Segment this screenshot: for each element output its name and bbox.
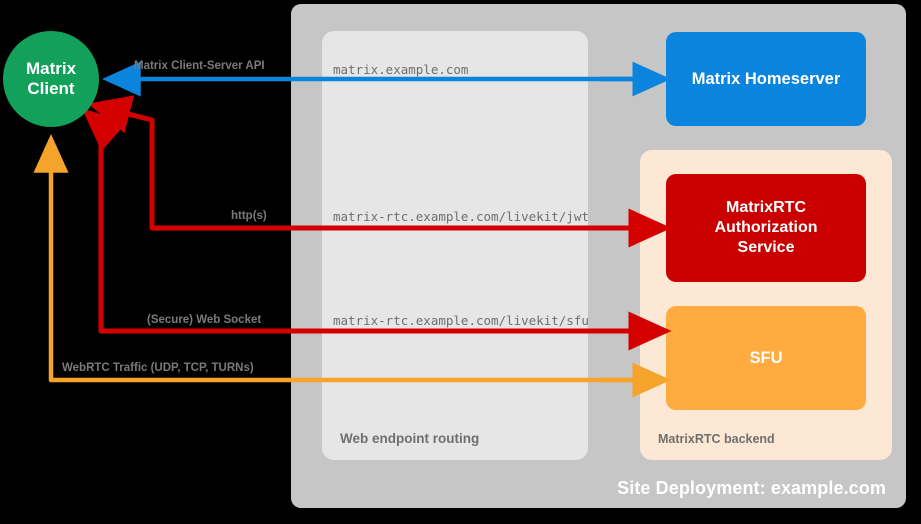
node-matrix-client-label-line1: Matrix	[25, 59, 77, 79]
endpoint-label-homeserver: matrix.example.com	[333, 62, 469, 77]
node-matrixrtc-authorization-service[interactable]: MatrixRTC Authorization Service	[666, 174, 866, 282]
node-matrix-client[interactable]: Matrix Client	[3, 31, 99, 127]
node-matrix-homeserver-label: Matrix Homeserver	[691, 69, 841, 88]
wire-https	[87, 95, 666, 231]
node-matrix-homeserver[interactable]: Matrix Homeserver	[666, 32, 866, 126]
connector-label-websocket: (Secure) Web Socket	[147, 314, 262, 326]
matrixrtc-backend-caption: MatrixRTC backend	[658, 432, 775, 446]
node-auth-label-line2: Authorization	[714, 219, 818, 236]
web-endpoint-routing-caption: Web endpoint routing	[340, 431, 480, 446]
site-deployment-caption: Site Deployment: example.com	[617, 478, 886, 498]
endpoint-label-sfu: matrix-rtc.example.com/livekit/sfu	[333, 313, 589, 328]
endpoint-label-jwt: matrix-rtc.example.com/livekit/jwt	[333, 209, 589, 224]
node-auth-label-line1: MatrixRTC	[725, 199, 806, 216]
node-auth-label-line3: Service	[737, 239, 795, 256]
connector-label-https: http(s)	[231, 210, 267, 222]
connector-label-webrtc: WebRTC Traffic (UDP, TCP, TURNs)	[62, 362, 254, 374]
node-matrix-client-label-line2: Client	[27, 79, 75, 98]
web-endpoint-routing-panel: Web endpoint routing	[322, 31, 588, 460]
node-sfu[interactable]: SFU	[666, 306, 866, 410]
wire-websocket	[81, 108, 666, 334]
connector-label-client-server-api: Matrix Client-Server API	[134, 60, 265, 72]
wire-webrtc	[33, 134, 666, 383]
node-sfu-label: SFU	[749, 348, 783, 367]
